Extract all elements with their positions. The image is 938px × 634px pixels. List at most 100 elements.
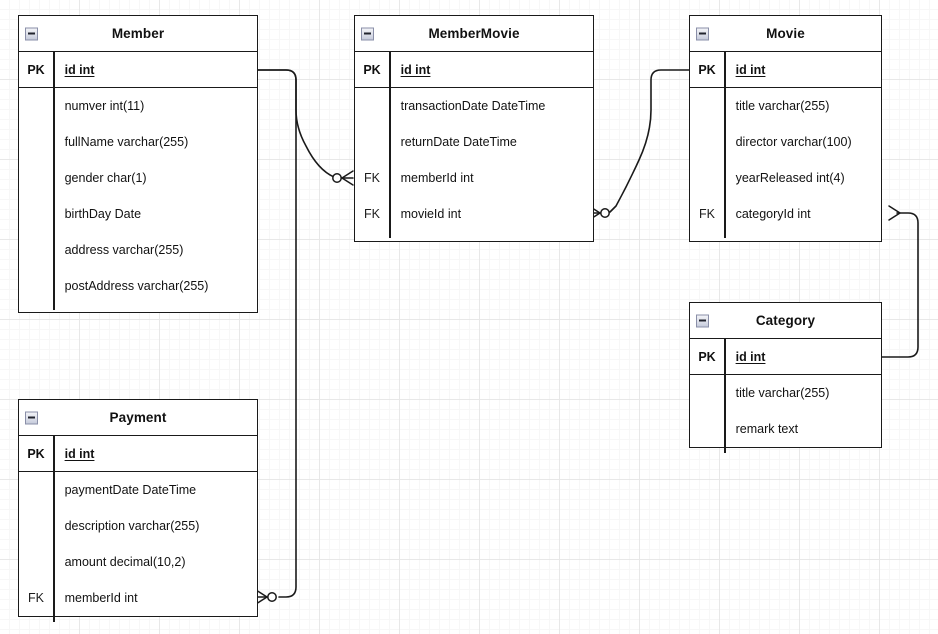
attribute-label: yearReleased int(4) [735, 171, 845, 185]
key-indicator: FK [364, 171, 380, 185]
attribute-row[interactable]: returnDate DateTime [355, 124, 593, 160]
crowsfoot-movie-categoryid [888, 205, 901, 221]
column-divider [724, 52, 726, 87]
crowsfoot-membermovie-memberid [332, 170, 354, 186]
attribute-label: memberId int [64, 591, 138, 605]
attribute-label: title varchar(255) [735, 99, 830, 113]
column-divider [724, 124, 726, 160]
entity-rows: PK id int numver int(11) fullName varchar(2… [19, 52, 257, 322]
minus-box-icon[interactable] [361, 27, 374, 40]
attribute-row[interactable]: numver int(11) [19, 88, 257, 124]
column-divider [389, 160, 391, 196]
entity-bottom-padding [690, 447, 881, 465]
entity-rows: PK id int transactionDate DateTime returnDa… [355, 52, 593, 250]
column-divider [724, 196, 726, 232]
column-divider [53, 472, 55, 508]
entity-header-category[interactable]: Category [690, 303, 881, 339]
attribute-label: description varchar(255) [64, 519, 200, 533]
attribute-row[interactable]: description varchar(255) [19, 508, 257, 544]
attribute-row[interactable]: gender char(1) [19, 160, 257, 196]
attribute-row[interactable]: title varchar(255) [690, 88, 881, 124]
entity-title: MemberMovie [428, 26, 520, 41]
attribute-label: id int [64, 62, 95, 77]
column-divider [53, 88, 55, 124]
attribute-label: id int [400, 62, 431, 77]
key-indicator: FK [28, 591, 44, 605]
attribute-row[interactable]: PK id int [355, 52, 593, 88]
minus-box-icon[interactable] [696, 314, 709, 327]
column-divider-tail [53, 616, 55, 622]
attribute-row[interactable]: address varchar(255) [19, 232, 257, 268]
entity-header-payment[interactable]: Payment [19, 400, 257, 436]
attribute-label: id int [735, 349, 766, 364]
key-indicator: PK [27, 62, 45, 77]
entity-bottom-padding [19, 616, 257, 634]
attribute-label: id int [64, 446, 95, 461]
attribute-label: gender char(1) [64, 171, 147, 185]
entity-title: Payment [109, 410, 167, 425]
attribute-row[interactable]: fullName varchar(255) [19, 124, 257, 160]
entity-bottom-padding [19, 304, 257, 322]
entity-header-movie[interactable]: Movie [690, 16, 881, 52]
attribute-label: address varchar(255) [64, 243, 184, 257]
attribute-row[interactable]: FK memberId int [19, 580, 257, 616]
column-divider-tail [389, 232, 391, 238]
attribute-label: categoryId int [735, 207, 811, 221]
attribute-label: numver int(11) [64, 99, 145, 113]
column-divider-tail [724, 232, 726, 238]
column-divider [389, 88, 391, 124]
key-indicator: PK [363, 62, 381, 77]
attribute-label: transactionDate DateTime [400, 99, 546, 113]
minus-box-icon[interactable] [25, 411, 38, 424]
minus-box-icon[interactable] [25, 27, 38, 40]
attribute-row[interactable]: amount decimal(10,2) [19, 544, 257, 580]
attribute-row[interactable]: PK id int [19, 52, 257, 88]
entity-rows: PK id int title varchar(255) remark text [690, 339, 881, 465]
column-divider [724, 160, 726, 196]
attribute-row[interactable]: title varchar(255) [690, 375, 881, 411]
key-indicator: PK [27, 446, 45, 461]
entity-header-member[interactable]: Member [19, 16, 257, 52]
edge-member-membermovie [257, 69, 345, 179]
attribute-label: director varchar(100) [735, 135, 852, 149]
column-divider [389, 52, 391, 87]
attribute-label: amount decimal(10,2) [64, 555, 186, 569]
attribute-row[interactable]: PK id int [690, 339, 881, 375]
minus-box-icon[interactable] [696, 27, 709, 40]
attribute-row[interactable]: paymentDate DateTime [19, 472, 257, 508]
column-divider [53, 268, 55, 304]
attribute-row[interactable]: director varchar(100) [690, 124, 881, 160]
column-divider [389, 124, 391, 160]
entity-header-membermovie[interactable]: MemberMovie [355, 16, 593, 52]
attribute-row[interactable]: postAddress varchar(255) [19, 268, 257, 304]
attribute-label: memberId int [400, 171, 474, 185]
column-divider-tail [724, 447, 726, 453]
column-divider [53, 124, 55, 160]
entity-bottom-padding [690, 232, 881, 250]
attribute-label: title varchar(255) [735, 386, 830, 400]
attribute-label: remark text [735, 422, 799, 436]
attribute-row[interactable]: birthDay Date [19, 196, 257, 232]
attribute-row[interactable]: remark text [690, 411, 881, 447]
attribute-label: fullName varchar(255) [64, 135, 189, 149]
entity-rows: PK id int paymentDate DateTime description … [19, 436, 257, 634]
column-divider [53, 580, 55, 616]
column-divider-tail [53, 304, 55, 310]
key-indicator: PK [698, 349, 716, 364]
column-divider [724, 339, 726, 374]
attribute-label: id int [735, 62, 766, 77]
attribute-row[interactable]: yearReleased int(4) [690, 160, 881, 196]
attribute-row[interactable]: FK memberId int [355, 160, 593, 196]
attribute-row[interactable]: PK id int [19, 436, 257, 472]
attribute-row[interactable]: transactionDate DateTime [355, 88, 593, 124]
